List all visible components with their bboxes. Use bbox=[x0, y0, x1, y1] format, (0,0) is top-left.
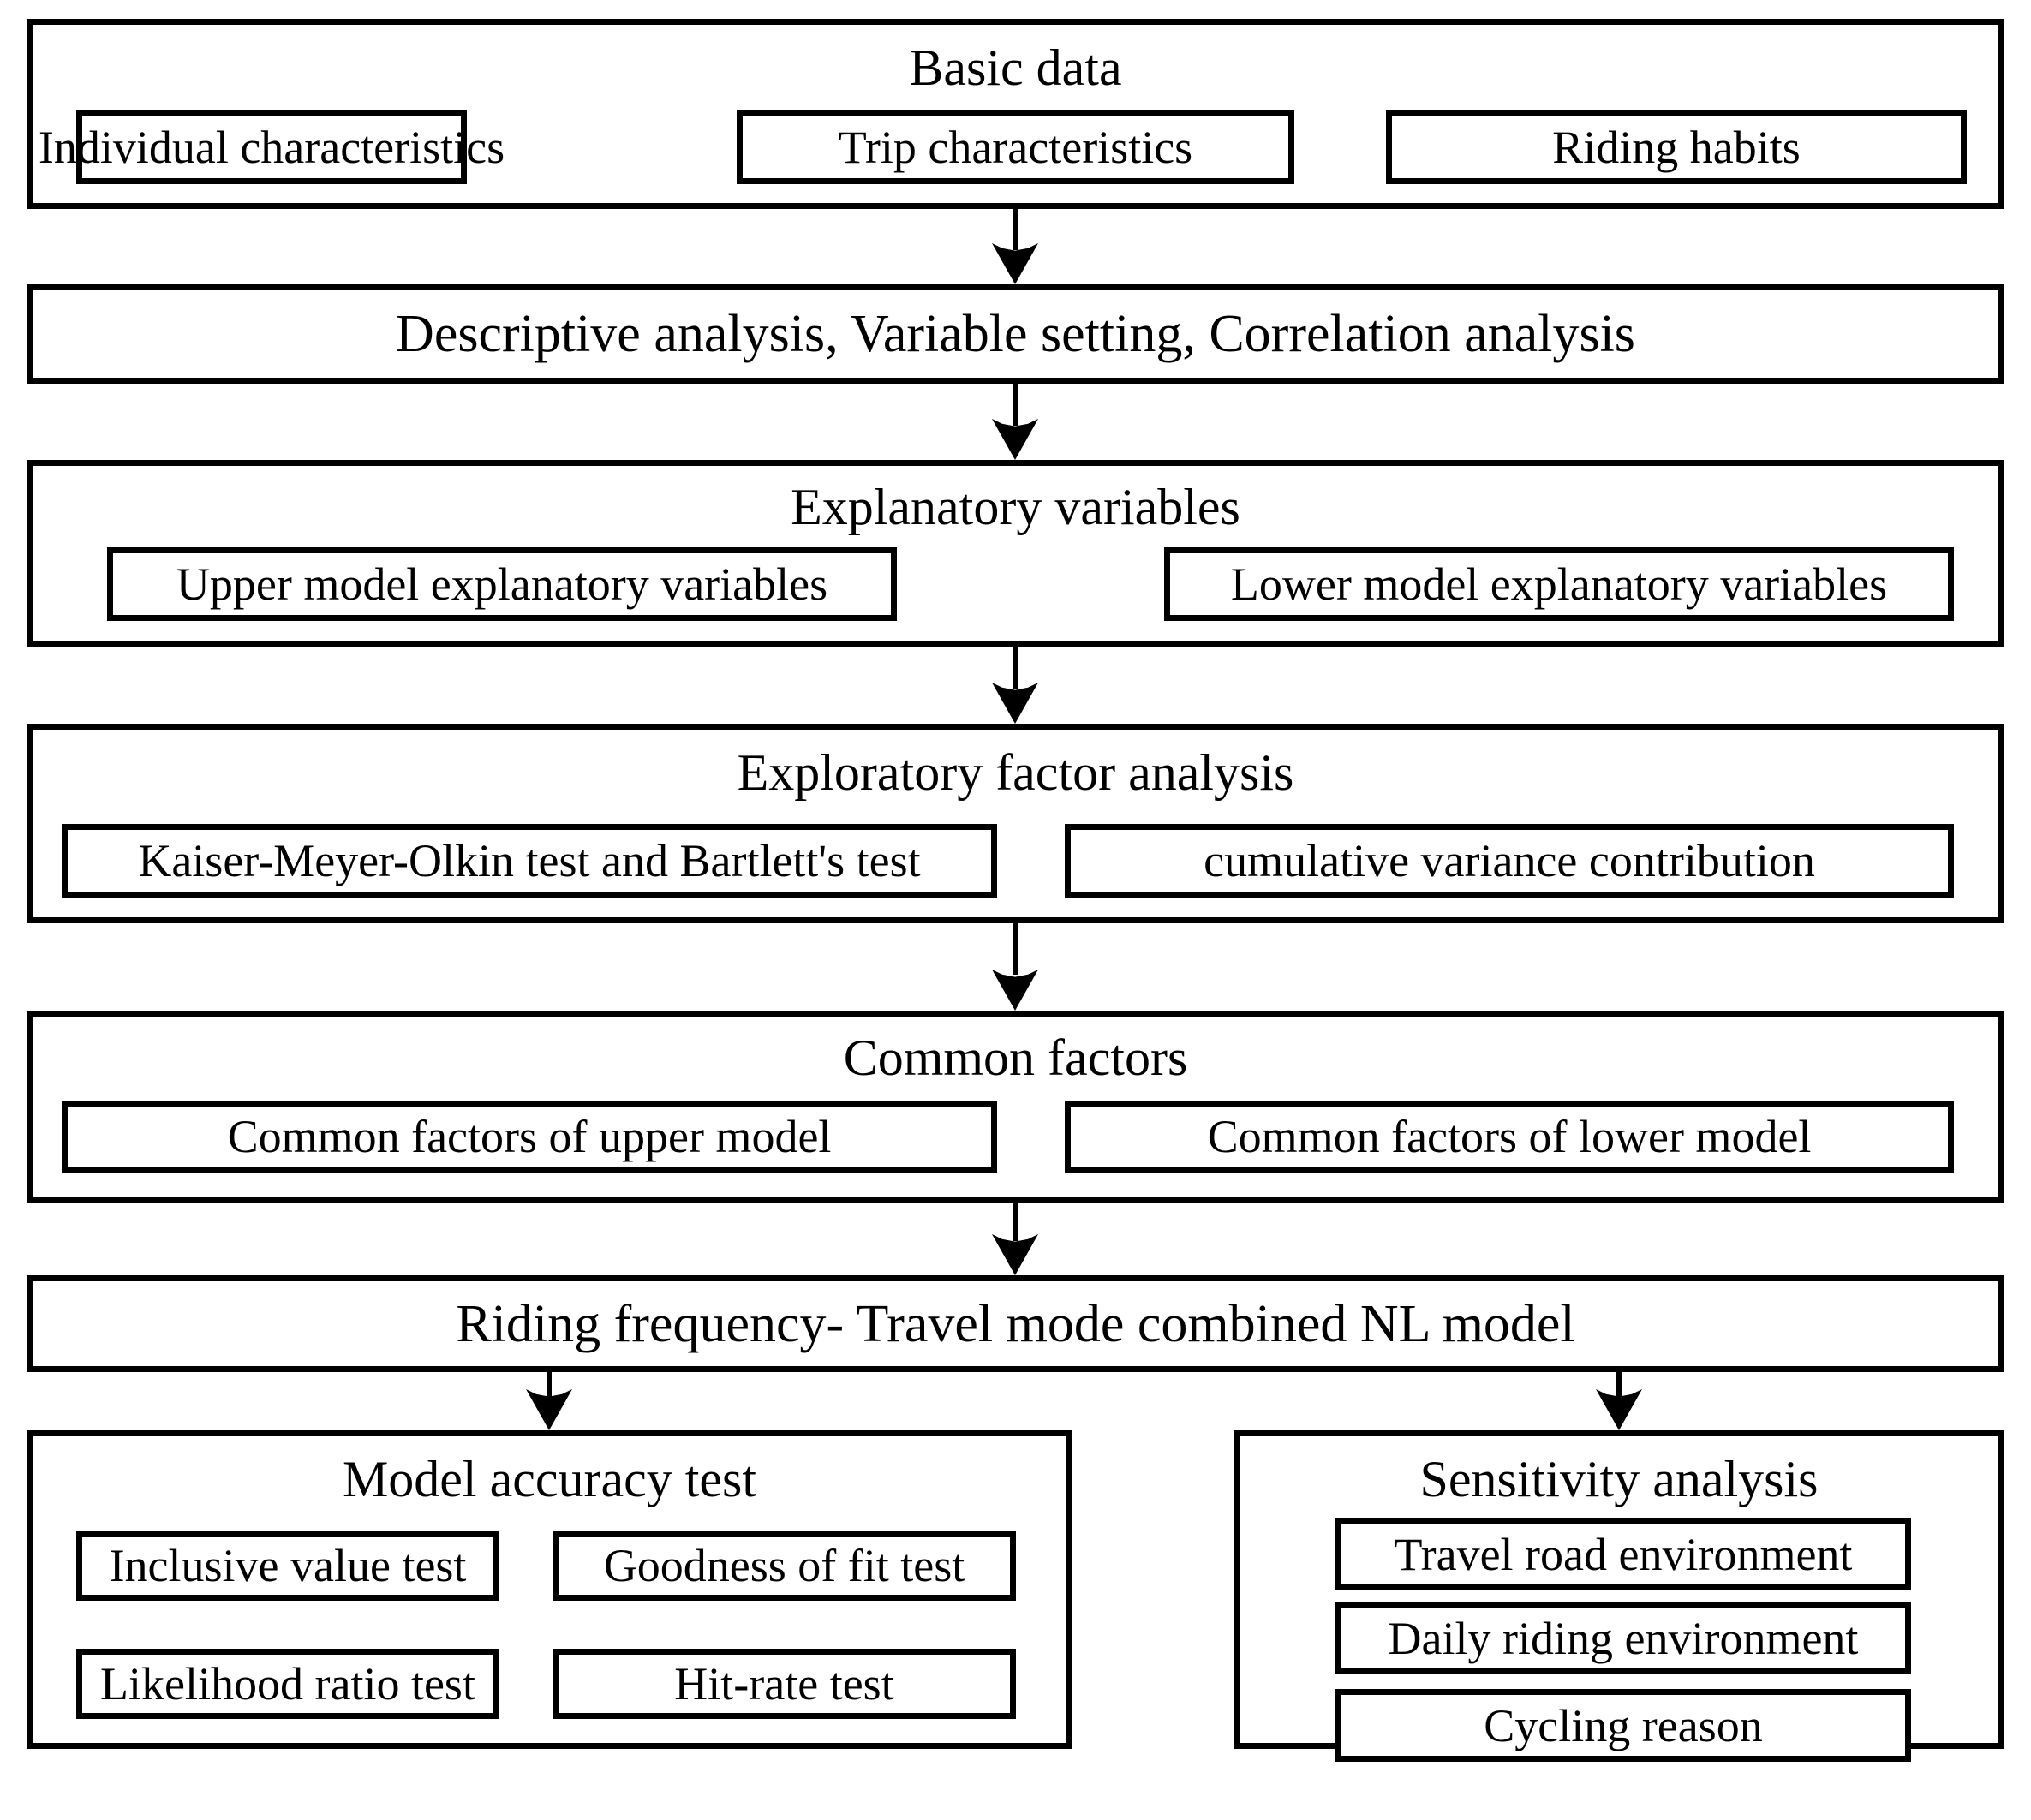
node-travel-road-environment[interactable]: Travel road environment bbox=[1335, 1518, 1911, 1590]
arrow-shaft bbox=[1013, 647, 1018, 689]
arrow-shaft bbox=[1013, 1203, 1018, 1241]
node-cycling-reason[interactable]: Cycling reason bbox=[1335, 1689, 1911, 1762]
node-nl-model[interactable]: Riding frequency- Travel mode combined N… bbox=[27, 1275, 2004, 1372]
node-lower-model-explanatory-variables[interactable]: Lower model explanatory variables bbox=[1164, 547, 1954, 621]
node-travel-road-environment-label: Travel road environment bbox=[1394, 1528, 1853, 1580]
node-common-factors-upper-model[interactable]: Common factors of upper model bbox=[62, 1101, 997, 1173]
node-likelihood-ratio-test[interactable]: Likelihood ratio test bbox=[76, 1649, 499, 1719]
arrow-shaft bbox=[1013, 923, 1018, 975]
node-inclusive-value-test-label: Inclusive value test bbox=[109, 1540, 467, 1591]
node-goodness-of-fit-test[interactable]: Goodness of fit test bbox=[553, 1531, 1016, 1601]
node-cumulative-variance-contribution-label: cumulative variance contribution bbox=[1204, 835, 1815, 886]
node-individual-characteristics-label: Individual characteristics bbox=[38, 122, 505, 173]
node-upper-model-explanatory-variables[interactable]: Upper model explanatory variables bbox=[107, 547, 897, 621]
node-daily-riding-environment[interactable]: Daily riding environment bbox=[1335, 1602, 1911, 1674]
node-hit-rate-test[interactable]: Hit-rate test bbox=[553, 1649, 1016, 1719]
node-basic-data-title: Basic data bbox=[909, 39, 1122, 96]
node-trip-characteristics-label: Trip characteristics bbox=[838, 122, 1193, 173]
node-nl-model-label: Riding frequency- Travel mode combined N… bbox=[456, 1294, 1575, 1353]
node-kmo-bartlett-test[interactable]: Kaiser-Meyer-Olkin test and Bartlett's t… bbox=[62, 824, 997, 898]
node-daily-riding-environment-label: Daily riding environment bbox=[1388, 1612, 1859, 1664]
node-descriptive-analysis[interactable]: Descriptive analysis, Variable setting, … bbox=[27, 284, 2004, 384]
arrow-shaft bbox=[1616, 1372, 1622, 1398]
node-model-accuracy-test[interactable]: Model accuracy test Inclusive value test… bbox=[27, 1430, 1072, 1749]
node-basic-data[interactable]: Basic data Individual characteristics Tr… bbox=[27, 19, 2004, 209]
node-inclusive-value-test[interactable]: Inclusive value test bbox=[76, 1531, 499, 1601]
node-common-factors-title: Common factors bbox=[843, 1029, 1188, 1086]
node-exploratory-factor-analysis[interactable]: Exploratory factor analysis Kaiser-Meyer… bbox=[27, 724, 2004, 923]
node-common-factors-lower-model-label: Common factors of lower model bbox=[1207, 1111, 1812, 1162]
arrow-shaft bbox=[547, 1372, 552, 1398]
arrow-shaft bbox=[1013, 384, 1018, 426]
node-likelihood-ratio-test-label: Likelihood ratio test bbox=[100, 1658, 475, 1710]
node-common-factors-upper-model-label: Common factors of upper model bbox=[227, 1111, 832, 1162]
node-kmo-bartlett-test-label: Kaiser-Meyer-Olkin test and Bartlett's t… bbox=[138, 835, 921, 886]
node-explanatory-variables-title: Explanatory variables bbox=[791, 479, 1240, 535]
node-common-factors[interactable]: Common factors Common factors of upper m… bbox=[27, 1011, 2004, 1203]
node-upper-model-explanatory-variables-label: Upper model explanatory variables bbox=[176, 558, 828, 610]
arrow-shaft bbox=[1013, 209, 1018, 250]
node-trip-characteristics[interactable]: Trip characteristics bbox=[737, 110, 1294, 184]
node-exploratory-factor-analysis-title: Exploratory factor analysis bbox=[737, 744, 1294, 801]
node-sensitivity-analysis[interactable]: Sensitivity analysis Travel road environ… bbox=[1234, 1430, 2004, 1762]
node-sensitivity-analysis-title: Sensitivity analysis bbox=[1419, 1451, 1819, 1507]
node-descriptive-analysis-label: Descriptive analysis, Variable setting, … bbox=[396, 305, 1635, 363]
node-model-accuracy-test-title: Model accuracy test bbox=[342, 1451, 757, 1507]
node-goodness-of-fit-test-label: Goodness of fit test bbox=[603, 1540, 965, 1591]
node-individual-characteristics[interactable]: Individual characteristics bbox=[39, 110, 505, 184]
node-riding-habits-label: Riding habits bbox=[1552, 122, 1801, 173]
arrow-head bbox=[992, 970, 1038, 1011]
node-riding-habits[interactable]: Riding habits bbox=[1386, 110, 1967, 184]
node-hit-rate-test-label: Hit-rate test bbox=[674, 1658, 894, 1710]
node-common-factors-lower-model[interactable]: Common factors of lower model bbox=[1065, 1101, 1954, 1173]
node-cumulative-variance-contribution[interactable]: cumulative variance contribution bbox=[1065, 824, 1954, 898]
node-explanatory-variables[interactable]: Explanatory variables Upper model explan… bbox=[27, 460, 2004, 647]
node-cycling-reason-label: Cycling reason bbox=[1484, 1699, 1763, 1751]
node-lower-model-explanatory-variables-label: Lower model explanatory variables bbox=[1230, 558, 1888, 610]
